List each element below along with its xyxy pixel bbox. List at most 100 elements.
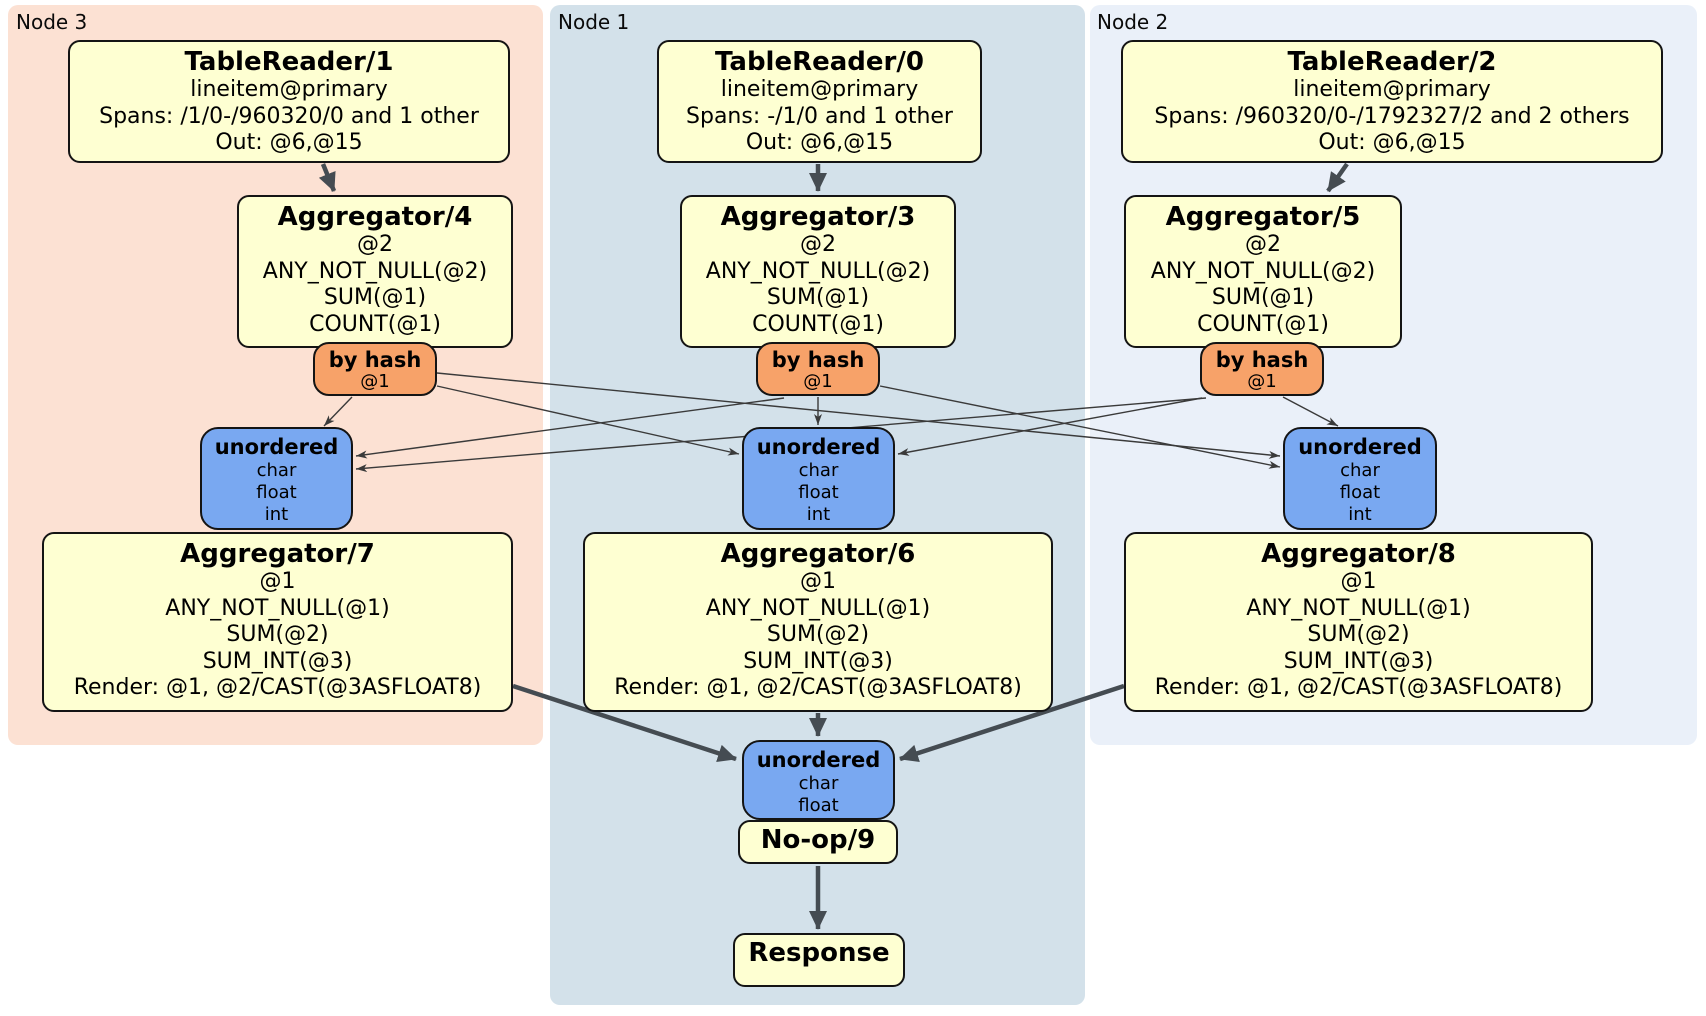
operator-detail: COUNT(@1): [309, 311, 441, 337]
sync-detail: char: [1340, 460, 1380, 481]
sync-detail: float: [1339, 482, 1381, 503]
operator-detail: lineitem@primary: [720, 77, 919, 102]
edge-hashM-syncL: [355, 397, 785, 459]
sync-detail: float: [798, 482, 839, 503]
operator-detail: Spans: /960320/0-/1792327/2 and 2 others: [1154, 103, 1630, 129]
operator-detail: SUM(@1): [323, 285, 427, 310]
operator-detail: Render: @1, @2/CAST(@3ASFLOAT8): [73, 675, 482, 700]
operator-detail: SUM(@1): [766, 285, 870, 310]
sync-unordered-right: unordered char float int: [1283, 427, 1437, 530]
operator-detail: Out: @6,@15: [1318, 130, 1466, 155]
operator-detail: @1: [800, 569, 836, 594]
router-by-hash-right: by hash @1: [1200, 342, 1324, 396]
router-by-hash-left: by hash @1: [313, 342, 437, 396]
edge-hashR-syncR: [1282, 396, 1339, 427]
sync-detail: int: [264, 504, 289, 525]
operator-detail: SUM(@2): [766, 622, 870, 647]
sync-title: unordered: [214, 435, 339, 459]
sync-title: unordered: [1298, 435, 1422, 459]
operator-title: Aggregator/5: [1165, 202, 1361, 232]
sync-unordered-left: unordered char float int: [200, 427, 353, 530]
sync-detail: int: [806, 504, 831, 525]
operator-title: Aggregator/8: [1261, 539, 1456, 569]
operator-title: TableReader/2: [1287, 47, 1497, 77]
router-detail: @1: [360, 371, 390, 392]
sync-title: unordered: [756, 435, 881, 459]
operator-aggregator-5: Aggregator/5 @2 ANY_NOT_NULL(@2) SUM(@1)…: [1124, 195, 1402, 348]
operator-aggregator-8: Aggregator/8 @1 ANY_NOT_NULL(@1) SUM(@2)…: [1124, 532, 1593, 712]
router-title: by hash: [328, 348, 422, 372]
sync-detail: float: [256, 482, 297, 503]
operator-tablereader-2: TableReader/2 lineitem@primary Spans: /9…: [1121, 40, 1663, 163]
operator-title: Aggregator/7: [180, 539, 375, 569]
operator-detail: lineitem@primary: [1293, 77, 1491, 102]
operator-detail: @2: [357, 232, 393, 257]
operator-title: TableReader/1: [184, 47, 394, 77]
operator-detail: Spans: /1/0-/960320/0 and 1 other: [99, 103, 479, 129]
operator-detail: ANY_NOT_NULL(@1): [705, 595, 931, 621]
edge-hashL-syncR: [436, 372, 1281, 459]
edge-hashR-syncM: [897, 397, 1203, 456]
operator-noop-9: No-op/9: [738, 820, 898, 864]
operator-aggregator-7: Aggregator/7 @1 ANY_NOT_NULL(@1) SUM(@2)…: [42, 532, 513, 712]
operator-aggregator-6: Aggregator/6 @1 ANY_NOT_NULL(@1) SUM(@2)…: [583, 532, 1053, 712]
sync-unordered-middle: unordered char float int: [742, 427, 895, 530]
operator-detail: SUM_INT(@3): [743, 648, 893, 674]
operator-detail: @1: [1340, 569, 1377, 594]
operator-detail: Spans: -/1/0 and 1 other: [686, 103, 953, 129]
operator-detail: SUM_INT(@3): [202, 648, 353, 674]
edge-tr2-agg5: [1326, 162, 1349, 193]
operator-title: Aggregator/4: [277, 202, 473, 232]
operator-detail: COUNT(@1): [1197, 311, 1329, 337]
node1-label: Node 1: [558, 10, 630, 34]
operator-detail: @1: [259, 569, 296, 594]
operator-detail: ANY_NOT_NULL(@1): [165, 595, 390, 621]
router-by-hash-middle: by hash @1: [756, 342, 880, 396]
operator-tablereader-0: TableReader/0 lineitem@primary Spans: -/…: [657, 40, 982, 163]
operator-detail: @2: [800, 232, 836, 257]
router-detail: @1: [803, 371, 833, 392]
router-detail: @1: [1247, 371, 1277, 392]
sync-detail: char: [256, 460, 297, 481]
operator-detail: Render: @1, @2/CAST(@3ASFLOAT8): [1154, 675, 1563, 700]
edge-hashM-syncR: [879, 385, 1281, 469]
operator-detail: SUM(@1): [1211, 285, 1315, 310]
sync-title: unordered: [756, 748, 881, 772]
operator-detail: ANY_NOT_NULL(@1): [1246, 595, 1471, 621]
operator-detail: SUM(@2): [1307, 622, 1410, 647]
operator-title: Aggregator/3: [720, 202, 916, 232]
operator-detail: SUM_INT(@3): [1283, 648, 1434, 674]
operator-title: Aggregator/6: [720, 539, 916, 569]
operator-title: Response: [748, 938, 890, 968]
operator-detail: SUM(@2): [226, 622, 329, 647]
operator-detail: Render: @1, @2/CAST(@3ASFLOAT8): [614, 675, 1022, 700]
operator-detail: @2: [1245, 232, 1281, 257]
edge-hashL-syncM: [436, 385, 740, 456]
edge-agg7-unordered-final: [512, 683, 737, 762]
operator-title: No-op/9: [760, 825, 876, 855]
operator-aggregator-3: Aggregator/3 @2 ANY_NOT_NULL(@2) SUM(@1)…: [680, 195, 956, 348]
node2-label: Node 2: [1097, 10, 1169, 34]
operator-detail: lineitem@primary: [190, 77, 388, 102]
operator-detail: COUNT(@1): [752, 311, 884, 337]
sync-detail: char: [798, 773, 839, 794]
node3-label: Node 3: [16, 10, 88, 34]
sync-detail: char: [798, 460, 839, 481]
operator-aggregator-4: Aggregator/4 @2 ANY_NOT_NULL(@2) SUM(@1)…: [237, 195, 513, 348]
sync-detail: float: [798, 795, 839, 816]
operator-title: TableReader/0: [715, 47, 924, 77]
router-title: by hash: [1215, 348, 1309, 372]
operator-detail: ANY_NOT_NULL(@2): [705, 258, 931, 284]
operator-detail: Out: @6,@15: [745, 130, 894, 155]
operator-detail: ANY_NOT_NULL(@2): [262, 258, 488, 284]
operator-detail: ANY_NOT_NULL(@2): [1150, 258, 1376, 284]
operator-tablereader-1: TableReader/1 lineitem@primary Spans: /1…: [68, 40, 510, 163]
sync-detail: int: [1348, 504, 1372, 525]
edge-agg8-unordered-final: [899, 683, 1125, 762]
operator-detail: Out: @6,@15: [215, 130, 363, 155]
router-title: by hash: [771, 348, 865, 372]
edge-tr1-agg4: [318, 163, 337, 192]
edge-hashL-syncL: [323, 396, 353, 427]
